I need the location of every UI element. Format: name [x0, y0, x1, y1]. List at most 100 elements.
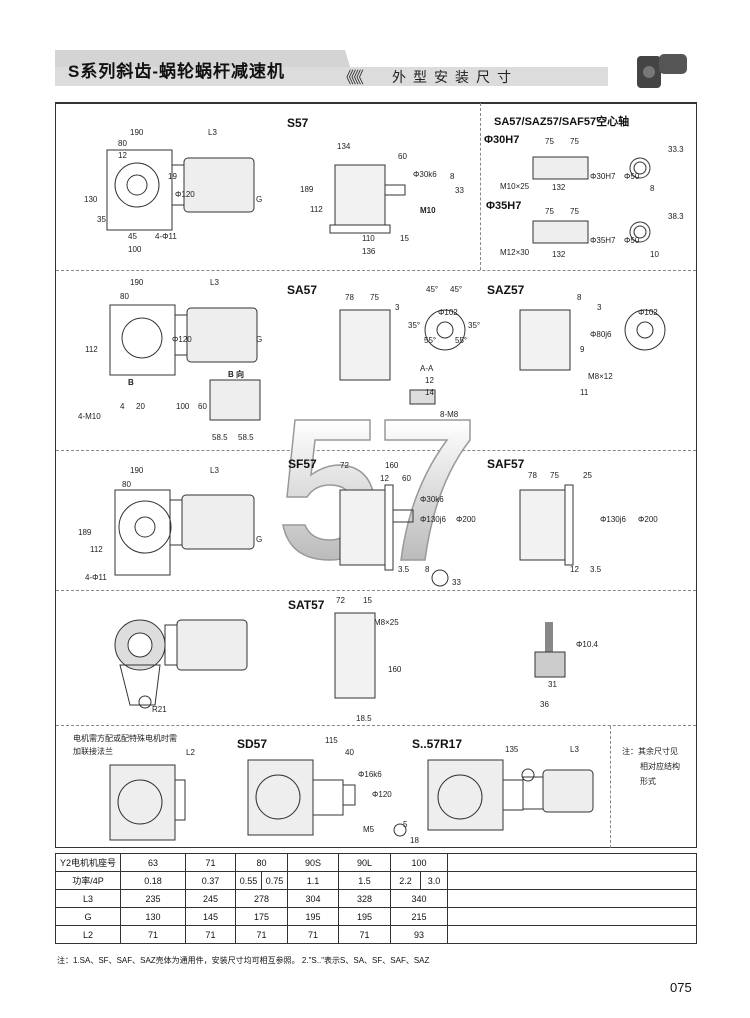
dim-label: A-A: [420, 364, 434, 373]
s57-front-drawing: [106, 149, 255, 231]
section-title-saf57: SAF57: [487, 457, 525, 471]
table-cell: 71: [120, 925, 186, 944]
table-cell: 278: [235, 889, 288, 908]
dim-label: 60: [398, 152, 407, 161]
dim-label: 45: [128, 232, 137, 241]
dim-label: Φ30k6: [413, 170, 437, 179]
side-note-line: 注：其余尺寸见: [622, 747, 678, 756]
divider: [56, 590, 696, 591]
dim-label: Φ102: [638, 308, 658, 317]
dim-label: 75: [550, 471, 559, 480]
dim-label: 36: [540, 700, 549, 709]
row-header: Y2电机机座号: [55, 853, 121, 872]
dim-label: Φ30k6: [420, 495, 444, 504]
row-header: L2: [55, 925, 121, 944]
dim-label: G: [256, 335, 263, 344]
dim-label: B 向: [228, 370, 244, 379]
section-title-s57r17: S..57R17: [412, 737, 463, 751]
dim-label: 18.5: [356, 714, 372, 723]
dim-label: Φ30H7: [590, 172, 616, 181]
dim-label: Φ10.4: [576, 640, 598, 649]
dim-label: 110: [362, 234, 375, 243]
dim-label: 60: [402, 474, 411, 483]
dim-label: M5: [363, 825, 375, 834]
table-cell: 0.37: [185, 871, 236, 890]
dim-label: 8-M8: [440, 410, 459, 419]
dim-label: 75: [545, 207, 554, 216]
table-cell: 0.55: [235, 871, 262, 890]
dim-label: 112: [310, 205, 323, 214]
dim-label: 189: [78, 528, 92, 537]
table-cell: 195: [287, 907, 339, 926]
dim-label: 8: [425, 565, 430, 574]
s57-side-drawing: [329, 164, 406, 234]
dim-label: 4-Φ11: [155, 232, 177, 241]
page-number: 075: [670, 980, 692, 995]
table-cell: 100: [390, 853, 448, 872]
dim-label: 45°: [426, 285, 439, 294]
table-cell: 63: [120, 853, 186, 872]
dim-label: L3: [210, 466, 219, 475]
table-row: Y2电机机座号 63 71 80 90S 90L 100: [55, 853, 697, 872]
motor-spec-table: Y2电机机座号 63 71 80 90S 90L 100 功率/4P 0.18 …: [55, 853, 697, 944]
dim-label: 132: [552, 250, 566, 259]
sat57-drawing: [114, 619, 248, 709]
dim-label: Φ200: [456, 515, 476, 524]
dim-label: 75: [370, 293, 379, 302]
divider: [610, 726, 611, 848]
dim-label: 112: [85, 345, 98, 354]
table-cell: 195: [338, 907, 391, 926]
dim-label: 3.5: [590, 565, 602, 574]
dim-label: 100: [176, 402, 190, 411]
dim-label: 12: [380, 474, 389, 483]
table-cell: 245: [185, 889, 236, 908]
dim-label: 160: [385, 461, 399, 470]
dim-label: 3.5: [398, 565, 410, 574]
dim-label: 134: [337, 142, 351, 151]
dim-label: G: [256, 195, 263, 204]
section-title-sf57: SF57: [288, 457, 317, 471]
sf57-side-drawing: [339, 484, 449, 587]
dim-label: 4-M10: [78, 412, 101, 421]
dim-label: Φ120: [172, 335, 192, 344]
table-cell: 80: [235, 853, 288, 872]
dim-label: 132: [552, 183, 566, 192]
table-cell: 2.2: [390, 871, 421, 890]
dim-label: 75: [570, 207, 579, 216]
section-title-sa57: SA57: [287, 283, 318, 297]
dim-label: Φ130j6: [600, 515, 626, 524]
dim-label: Φ50: [624, 172, 640, 181]
dim-label: 190: [130, 466, 144, 475]
dim-label: Φ35H7: [590, 236, 616, 245]
dim-label: 80: [122, 480, 131, 489]
header-band-lower: [55, 67, 608, 86]
dim-label: 72: [340, 461, 349, 470]
dim-label: 15: [400, 234, 409, 243]
dim-label: R21: [152, 705, 167, 714]
dim-label: M10: [420, 206, 436, 215]
saf57-drawing: [519, 484, 574, 566]
dim-label: 33.3: [668, 145, 684, 154]
bore-35-label: Φ35H7: [486, 200, 522, 212]
dim-label: 25: [583, 471, 592, 480]
dim-label: 19: [168, 172, 177, 181]
table-cell: 71: [185, 925, 236, 944]
section-title-saz57: SAZ57: [487, 283, 525, 297]
dim-label: 189: [300, 185, 314, 194]
dim-label: M8×12: [588, 372, 613, 381]
dim-label: 12: [118, 151, 127, 160]
dim-label: 45°: [450, 285, 463, 294]
dim-label: 12: [425, 376, 434, 385]
dim-label: 4: [120, 402, 125, 411]
dim-label: Φ50: [624, 236, 640, 245]
dim-label: Φ80j6: [590, 330, 612, 339]
dim-label: 33: [452, 578, 461, 587]
dim-label: 72: [336, 596, 345, 605]
table-cell-empty: [447, 871, 697, 890]
table-cell: 1.1: [287, 871, 339, 890]
divider: [56, 270, 696, 271]
dim-label: 115: [325, 736, 338, 745]
dim-label: 35°: [468, 321, 481, 330]
dim-label: 15: [363, 596, 372, 605]
dim-label: 58.5: [238, 433, 254, 442]
